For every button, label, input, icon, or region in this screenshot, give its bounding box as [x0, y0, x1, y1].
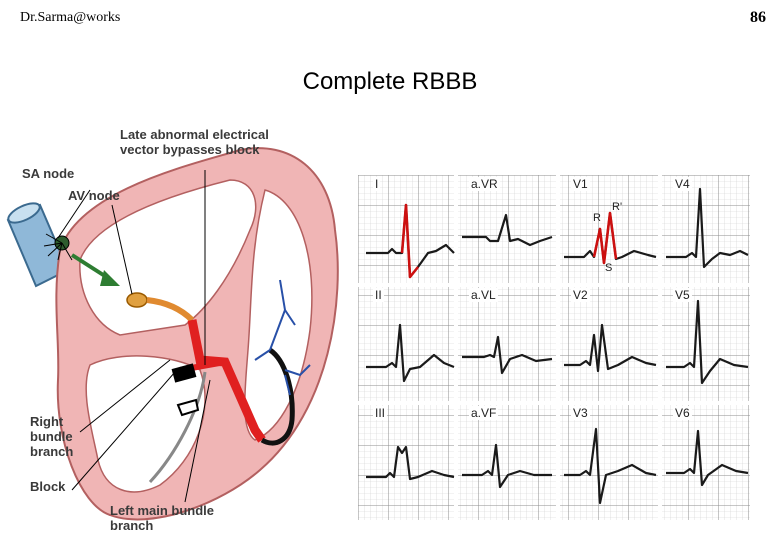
heart-diagram: [6, 147, 339, 521]
page-number: 86: [750, 9, 766, 26]
ecg-trace-v4: [666, 187, 749, 269]
av-node: [126, 292, 148, 308]
lead-label-v5: V5: [673, 288, 692, 302]
wave-label-s: S: [605, 262, 613, 274]
ecg-highlight-v1: [592, 211, 618, 265]
ecg-highlight-i: [400, 203, 420, 279]
ecg-panel: [358, 175, 750, 520]
author-label: Dr.Sarma@works: [20, 10, 121, 25]
ecg-trace-avr: [462, 213, 553, 247]
lead-label-v3: V3: [571, 406, 590, 420]
ecg-trace-v6: [666, 429, 749, 487]
impulse-arrow: [70, 253, 120, 286]
ecg-trace-v3: [564, 427, 657, 505]
ecg-trace-v5: [666, 299, 749, 385]
lead-label-avf: a.VF: [469, 406, 499, 420]
atrium-cavity: [79, 179, 257, 336]
block-marker: [171, 363, 197, 383]
ecg-trace-avf: [462, 443, 552, 489]
lead-label-v1: V1: [571, 177, 590, 191]
lead-label-avl: a.VL: [469, 288, 498, 302]
sa-node-label: SA node: [22, 166, 75, 181]
vena-cava: [6, 202, 70, 288]
ecg-trace-avl: [462, 335, 553, 375]
wave-label-r-prime: R': [612, 201, 623, 213]
ecg-trace-iii: [366, 445, 455, 481]
left-main-bundle-label: Left main bundle branch: [110, 503, 214, 533]
late-vector-label: Late abnormal electrical vector bypasses…: [120, 127, 269, 157]
lead-label-iii: III: [373, 406, 388, 420]
lead-label-v2: V2: [571, 288, 590, 302]
ecg-trace-ii: [366, 323, 455, 383]
wave-label-r: R: [593, 212, 601, 224]
right-bundle-branch-label: Right bundle branch: [30, 414, 74, 459]
lead-label-ii: II: [373, 288, 384, 302]
left-bundle-branch: [260, 347, 295, 446]
block-label: Block: [30, 479, 66, 494]
av-node-label: AV node: [68, 188, 120, 203]
lead-label-v6: V6: [673, 406, 692, 420]
slide-title: Complete RBBB: [302, 68, 478, 95]
lead-label-i: I: [373, 177, 381, 191]
lead-label-avr: a.VR: [469, 177, 500, 191]
lead-label-v4: V4: [673, 177, 692, 191]
ecg-trace-v2: [564, 323, 657, 373]
right-ventricle-cavity: [85, 355, 206, 493]
